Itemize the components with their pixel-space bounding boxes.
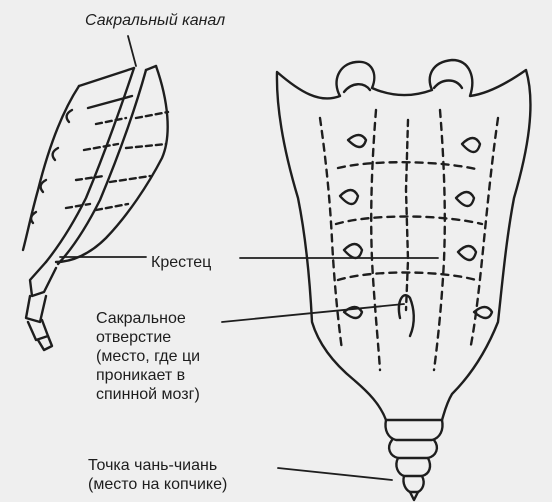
sacral-foramen-line-2: отверстие bbox=[96, 328, 200, 347]
sacral-foramen-line-5: спинной мозг) bbox=[96, 385, 200, 404]
sacral-canal-label: Сакральный канал bbox=[85, 11, 225, 30]
chang-qiang-line-1: Точка чань-чиань bbox=[88, 456, 227, 475]
chang-qiang-line-2: (место на копчике) bbox=[88, 475, 227, 494]
leader-lines bbox=[60, 36, 438, 480]
sacral-foramen-line-4: проникает в bbox=[96, 366, 200, 385]
sacral-foramen-label: Сакральное отверстие (место, где ци прон… bbox=[96, 309, 200, 404]
sacral-foramen-line-1: Сакральное bbox=[96, 309, 200, 328]
sacral-foramen-line-3: (место, где ци bbox=[96, 347, 200, 366]
sacrum-posterior-view bbox=[277, 60, 531, 500]
chang-qiang-point-label: Точка чань-чиань (место на копчике) bbox=[88, 456, 227, 494]
sacrum-side-view bbox=[23, 66, 168, 350]
sacrum-label: Крестец bbox=[151, 253, 211, 272]
leader-sacral-canal bbox=[128, 36, 136, 66]
leader-coccyx-point bbox=[278, 468, 392, 480]
